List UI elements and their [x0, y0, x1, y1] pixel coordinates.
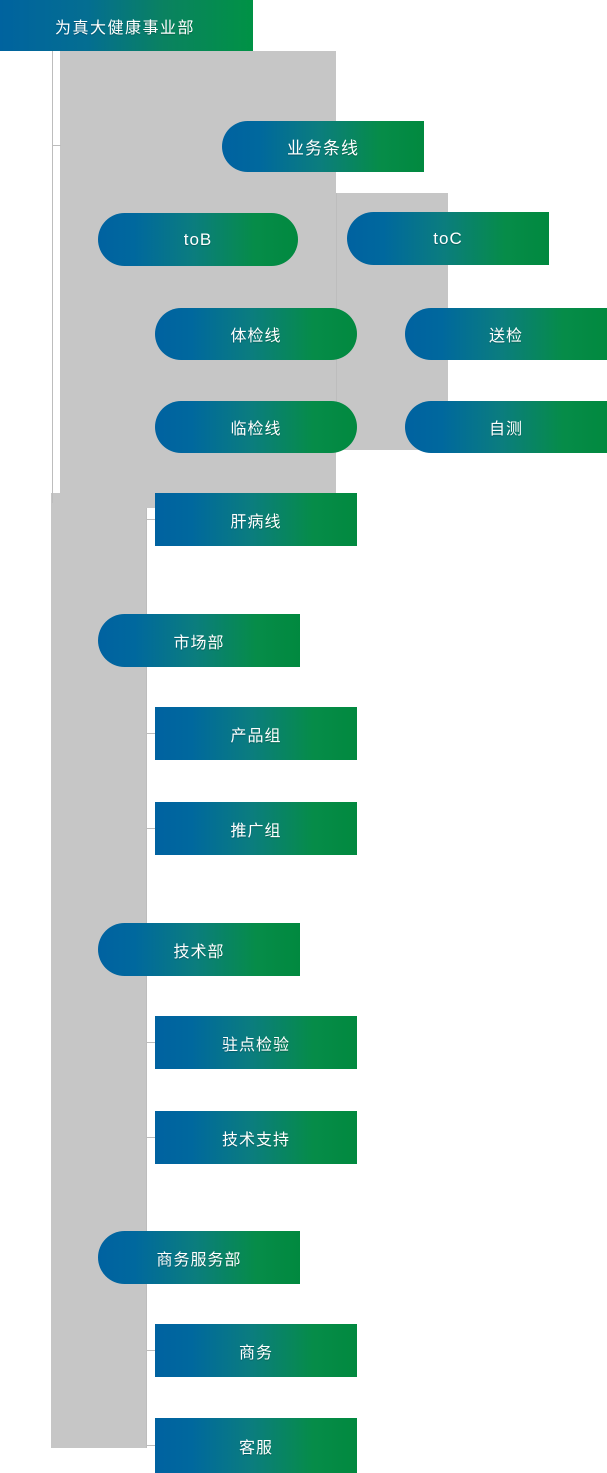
node-onsite-inspection-label: 驻点检验	[221, 1036, 290, 1054]
node-send-test[interactable]: 送检	[405, 308, 607, 360]
tick-kefu	[146, 1445, 156, 1446]
tick-zhichi	[146, 1137, 156, 1138]
node-tech-dept-label: 技术部	[173, 943, 225, 961]
node-liver-disease-line-label: 肝病线	[230, 513, 282, 531]
node-tech-dept[interactable]: 技术部	[98, 923, 300, 976]
node-tech-support-label: 技术支持	[221, 1131, 290, 1149]
node-self-test[interactable]: 自测	[405, 401, 607, 453]
org-root-header-label: 为真大健康事业部	[55, 19, 196, 37]
node-business-line-label: 业务条线	[287, 139, 359, 158]
node-promotion-group[interactable]: 推广组	[155, 802, 357, 855]
node-toc-label: toC	[433, 228, 463, 248]
node-marketing-dept[interactable]: 市场部	[98, 614, 300, 667]
tick-shangwu	[146, 1350, 156, 1351]
node-business-label: 商务	[238, 1344, 273, 1362]
node-customer-service-label: 客服	[238, 1439, 273, 1457]
node-product-group-label: 产品组	[230, 727, 282, 745]
tick-chanpin	[146, 733, 156, 734]
node-business-line[interactable]: 业务条线	[222, 121, 424, 172]
node-tob[interactable]: toB	[98, 213, 298, 266]
tick-zhudian	[146, 1042, 156, 1043]
tick-ganbing	[146, 519, 156, 520]
root-spine-rule	[52, 51, 53, 503]
org-root-header[interactable]: 为真大健康事业部	[0, 0, 253, 51]
node-physical-exam-line[interactable]: 体检线	[155, 308, 357, 360]
tick-tuiguang	[146, 828, 156, 829]
sub-spine-rule	[146, 508, 147, 1448]
node-tob-label: toB	[183, 229, 213, 249]
node-promotion-group-label: 推广组	[230, 822, 282, 840]
node-customer-service[interactable]: 客服	[155, 1418, 357, 1473]
node-send-test-label: 送检	[488, 328, 523, 345]
root-tick-business	[52, 145, 61, 146]
node-tech-support[interactable]: 技术支持	[155, 1111, 357, 1164]
node-product-group[interactable]: 产品组	[155, 707, 357, 760]
node-business[interactable]: 商务	[155, 1324, 357, 1377]
node-clinical-test-line-label: 临检线	[230, 421, 282, 438]
node-clinical-test-line[interactable]: 临检线	[155, 401, 357, 453]
node-physical-exam-line-label: 体检线	[230, 328, 282, 345]
node-self-test-label: 自测	[488, 421, 523, 438]
node-business-service-dept[interactable]: 商务服务部	[98, 1231, 300, 1284]
node-marketing-dept-label: 市场部	[173, 634, 225, 652]
node-onsite-inspection[interactable]: 驻点检验	[155, 1016, 357, 1069]
node-liver-disease-line[interactable]: 肝病线	[155, 493, 357, 546]
node-business-service-dept-label: 商务服务部	[156, 1251, 242, 1269]
node-toc[interactable]: toC	[347, 212, 549, 265]
